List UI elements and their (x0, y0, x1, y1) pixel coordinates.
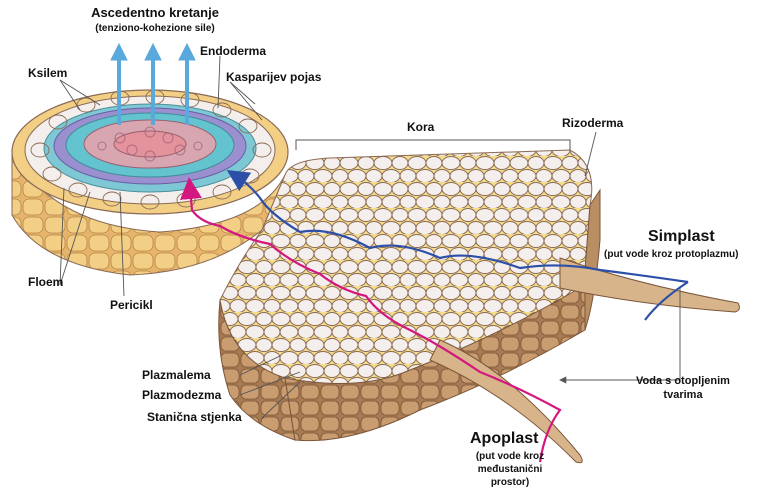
cortex-label: Kora (407, 121, 434, 135)
symplast-subtitle: (put vode kroz protoplazmu) (604, 249, 738, 261)
xylem-label: Ksilem (28, 67, 67, 81)
plasmalemma-label: Plazmalema (142, 369, 211, 383)
cell-wall-label: Stanična stjenka (147, 411, 242, 425)
apoplast-subtitle-line3: prostor) (455, 477, 565, 489)
cortex-bracket (296, 140, 570, 150)
apoplast-subtitle-line1: (put vode kroz (455, 451, 565, 463)
apoplast-subtitle-line2: međustanični (455, 464, 565, 476)
endoderm-label: Endoderma (200, 45, 266, 59)
pericycle-label: Pericikl (110, 299, 153, 313)
ascending-title: Ascedentno kretanje (80, 6, 230, 21)
symplast-title: Simplast (648, 228, 715, 246)
ascending-subtitle: (tenziono-kohezione sile) (80, 23, 230, 35)
water-label-line2: tvarima (625, 389, 741, 402)
casparian-label: Kasparijev pojas (226, 71, 321, 85)
water-label-line1: Voda s otopljenim (625, 375, 741, 388)
apoplast-title: Apoplast (470, 430, 538, 448)
root-cross-section (12, 90, 288, 214)
rhizoderm-label: Rizoderma (562, 117, 623, 131)
plasmodesma-label: Plazmodezma (142, 389, 221, 403)
phloem-label: Floem (28, 276, 63, 290)
